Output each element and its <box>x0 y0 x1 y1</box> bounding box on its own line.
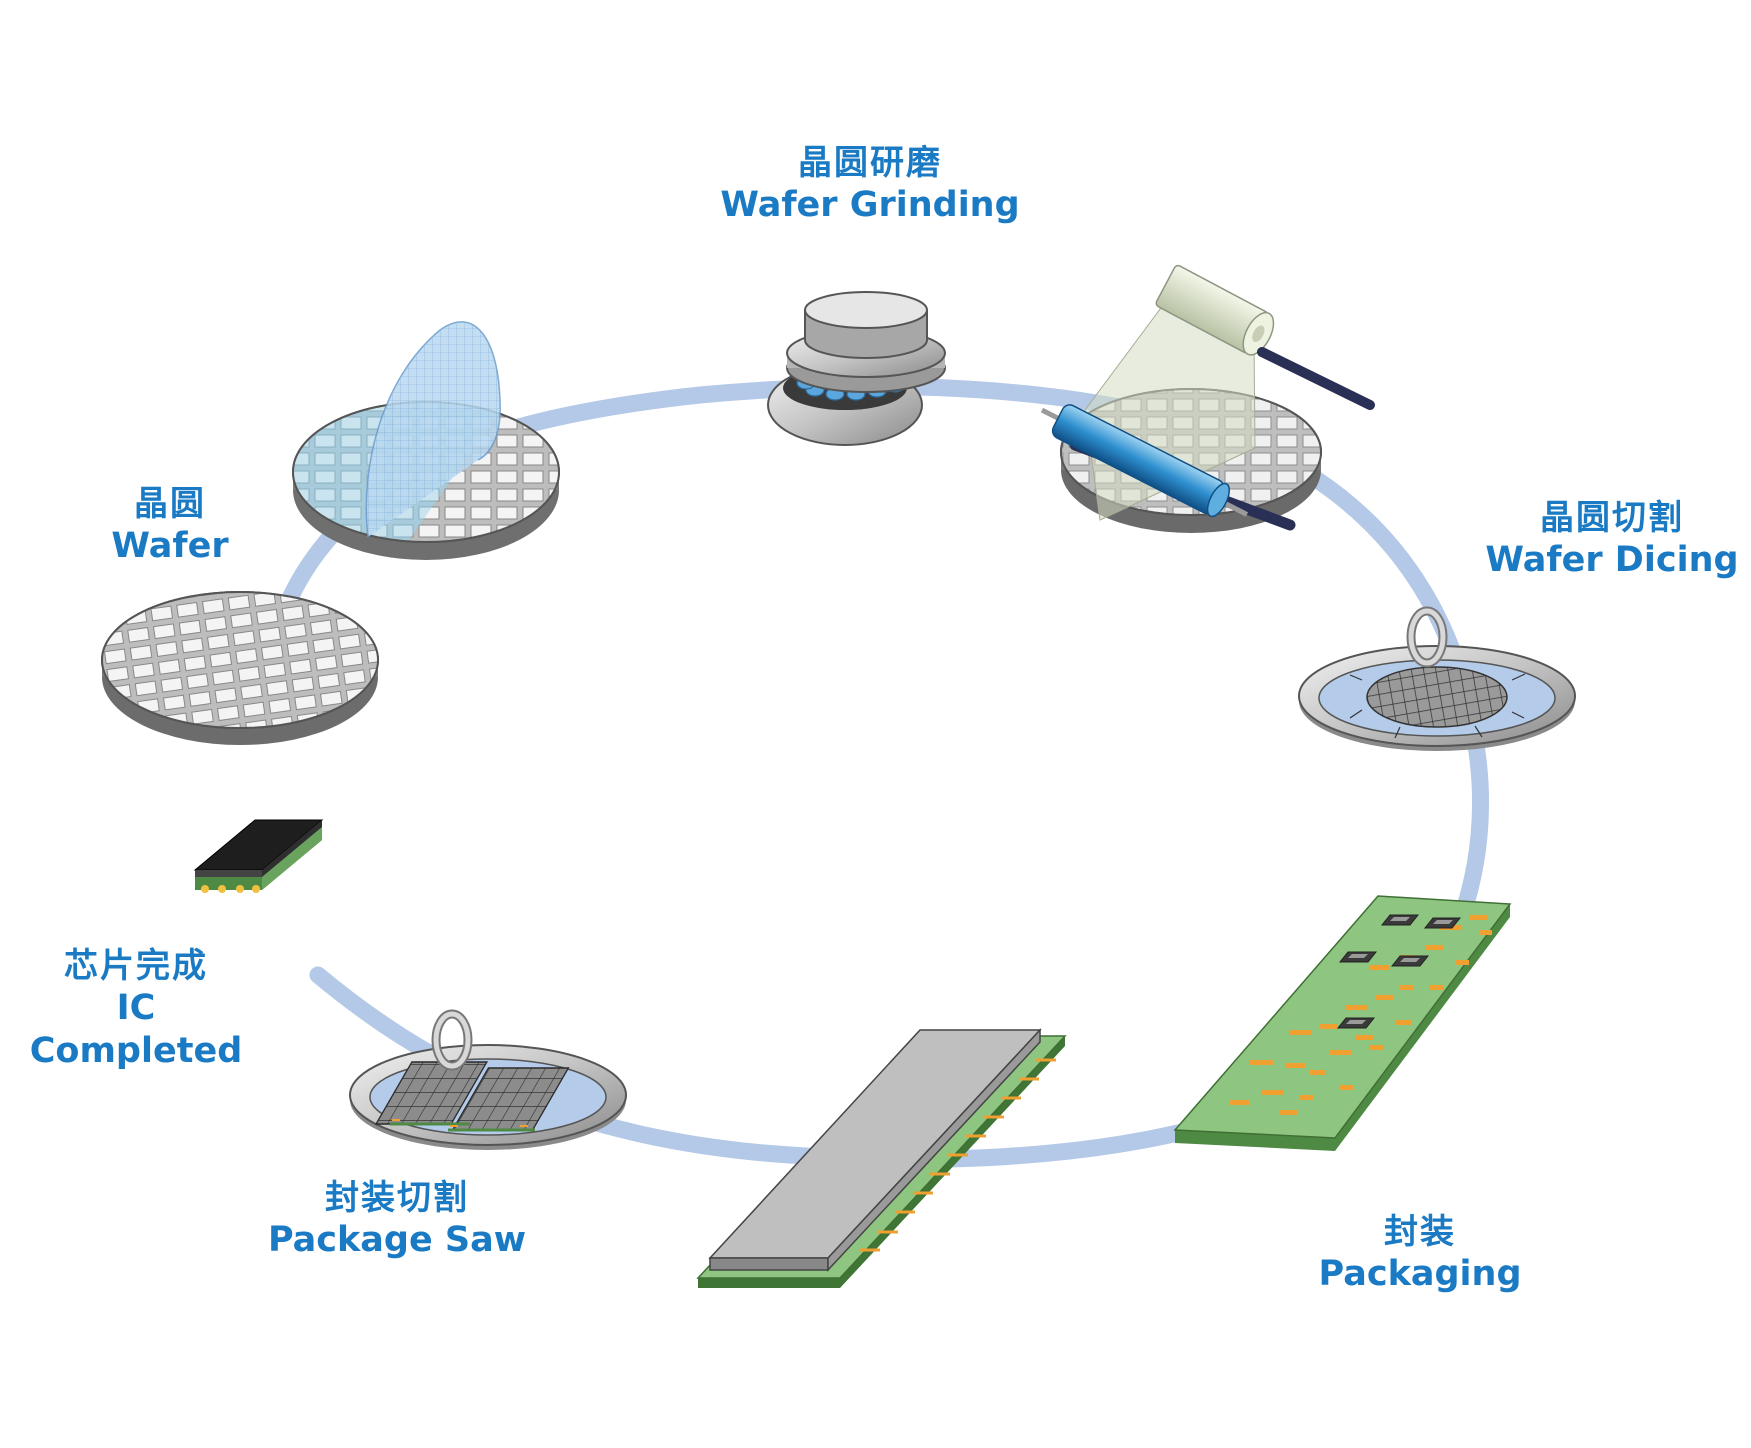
label-wafer-dicing: 晶圆切割 Wafer Dicing <box>1482 498 1742 582</box>
label-package-saw: 封装切割 Package Saw <box>262 1178 532 1262</box>
dicing-frame-icon <box>1298 606 1576 751</box>
package-saw-frame-icon <box>349 1009 627 1150</box>
label-wafer: 晶圆 Wafer <box>90 484 250 568</box>
label-packaging: 封装 Packaging <box>1310 1212 1530 1296</box>
label-en: Wafer Dicing <box>1485 540 1739 581</box>
packaging-board-icon <box>1173 895 1512 1151</box>
molded-strip-icon <box>696 1028 1067 1288</box>
label-zh: 封装 <box>1384 1212 1456 1252</box>
label-zh: 晶圆 <box>134 484 206 524</box>
grinding-machine-icon <box>767 291 946 446</box>
ic-chip-icon <box>193 819 324 893</box>
label-zh: 芯片完成 <box>64 946 208 986</box>
label-en: Package Saw <box>267 1220 527 1261</box>
label-zh: 封装切割 <box>325 1178 469 1218</box>
label-en: Wafer <box>111 526 229 567</box>
label-en: IC Completed <box>29 988 243 1072</box>
label-ic-completed: 芯片完成 IC Completed <box>6 946 266 1073</box>
label-zh: 晶圆研磨 <box>798 143 942 183</box>
label-wafer-grinding: 晶圆研磨 Wafer Grinding <box>700 143 1040 227</box>
wafer-icon <box>101 591 379 745</box>
label-en: Wafer Grinding <box>720 185 1020 226</box>
label-en: Packaging <box>1318 1254 1522 1295</box>
tape-lamination-icon <box>1040 264 1375 533</box>
wafer-with-film-icon <box>292 321 560 560</box>
label-zh: 晶圆切割 <box>1540 498 1684 538</box>
